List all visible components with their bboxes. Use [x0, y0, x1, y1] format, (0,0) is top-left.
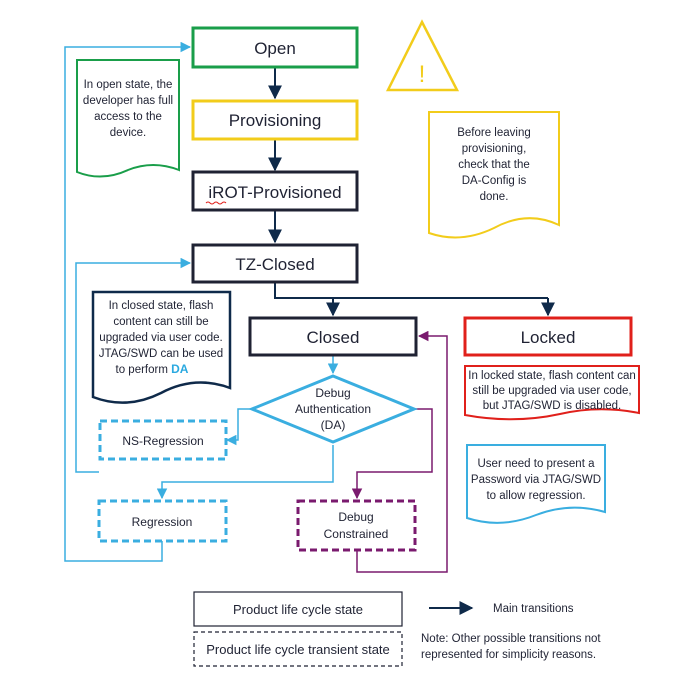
state-nsregression-label: NS-Regression [122, 434, 203, 448]
arrow-tzclosed-split [274, 282, 548, 299]
note-closed-line-5-text: to perform [116, 364, 172, 376]
note-provisioning: Before leaving provisioning, check that … [428, 111, 560, 239]
arrow-nsregression-to-tzclosed [75, 257, 192, 473]
state-irot-provisioned: iROT-Provisioned [191, 170, 359, 212]
note-open-line-4: device. [110, 127, 146, 139]
note-provisioning-line-1: Before leaving [457, 127, 531, 139]
warning-triangle-icon: ! [385, 19, 460, 92]
state-locked: Locked [463, 316, 633, 357]
spellcheck-underline [205, 201, 227, 205]
state-debug-constrained: Debug Constrained [296, 499, 417, 552]
state-provisioning: Provisioning [191, 99, 359, 141]
state-tz-closed: TZ-Closed [191, 243, 359, 284]
note-password-line-2: Password via JTAG/SWD [471, 474, 601, 486]
arrow-da-to-regression [156, 445, 334, 500]
note-open-line-3: access to the [94, 111, 162, 123]
note-password: User need to present a Password via JTAG… [466, 444, 606, 524]
state-tzclosed-label: TZ-Closed [235, 255, 314, 274]
state-regression-label: Regression [132, 515, 193, 529]
note-locked-state: In locked state, flash content can still… [464, 365, 640, 421]
note-closed-line-3: upgraded via user code. [99, 332, 222, 344]
note-provisioning-line-2: provisioning, [462, 143, 527, 155]
arrow-debugconstrained-to-closed [356, 330, 448, 573]
warning-symbol: ! [419, 61, 426, 88]
main-transitions [268, 67, 555, 317]
note-locked-line-2: still be upgraded via user code, [472, 385, 631, 397]
legend-transient-label: Product life cycle transient state [206, 642, 390, 657]
legend-note-line-2: represented for simplicity reasons. [421, 649, 596, 661]
note-password-line-1: User need to present a [478, 458, 596, 470]
legend-main-transitions-label: Main transitions [493, 603, 574, 615]
arrow-da-to-nsregression [225, 408, 252, 446]
legend-state-label: Product life cycle state [233, 602, 363, 617]
state-closed: Closed [248, 316, 418, 357]
note-closed-line-4: JTAG/SWD can be used [99, 348, 223, 360]
state-closed-label: Closed [307, 328, 360, 347]
note-provisioning-line-5: done. [480, 191, 509, 203]
state-open: Open [191, 26, 359, 69]
arrow-da-to-debugconstrained [351, 408, 433, 500]
note-closed-line-5: to perform DA [116, 362, 189, 376]
note-closed-line-1: In closed state, flash [109, 300, 214, 312]
legend-note-line-1: Note: Other possible transitions not [421, 633, 601, 645]
debug-constrained-line-2: Constrained [324, 527, 389, 541]
note-password-line-3: to allow regression. [486, 490, 585, 502]
note-open-line-2: developer has full [83, 95, 173, 107]
note-closed-state: In closed state, flash content can still… [91, 290, 232, 404]
note-closed-da-highlight: DA [171, 362, 189, 376]
legend: Product life cycle state Product life cy… [193, 591, 601, 667]
legend-transient: Product life cycle transient state [193, 631, 403, 667]
state-irot-label: iROT-Provisioned [208, 183, 341, 202]
state-regression: Regression [97, 499, 228, 543]
da-line-2: Authentication [295, 402, 371, 416]
note-locked-line-3: but JTAG/SWD is disabled. [483, 400, 621, 412]
arrow-regression-to-open [64, 41, 192, 562]
note-open-line-1: In open state, the [84, 79, 173, 91]
state-open-label: Open [254, 39, 296, 58]
debug-transitions [351, 330, 448, 573]
note-provisioning-line-3: check that the [458, 159, 530, 171]
da-line-3: (DA) [321, 418, 346, 432]
legend-state: Product life cycle state [193, 591, 403, 627]
debug-constrained-line-1: Debug [338, 510, 373, 524]
note-open-state: In open state, the developer has full ac… [76, 59, 180, 178]
regression-transitions [64, 41, 339, 562]
state-locked-label: Locked [521, 328, 576, 347]
da-line-1: Debug [315, 386, 350, 400]
note-locked-line-1: In locked state, flash content can [468, 370, 636, 382]
state-provisioning-label: Provisioning [229, 111, 322, 130]
note-provisioning-line-4: DA-Config is [462, 175, 527, 187]
decision-debug-authentication: Debug Authentication (DA) [248, 374, 418, 444]
legend-main-transitions: Main transitions [429, 601, 574, 615]
state-ns-regression: NS-Regression [98, 419, 228, 461]
note-closed-line-2: content can still be [113, 316, 208, 328]
